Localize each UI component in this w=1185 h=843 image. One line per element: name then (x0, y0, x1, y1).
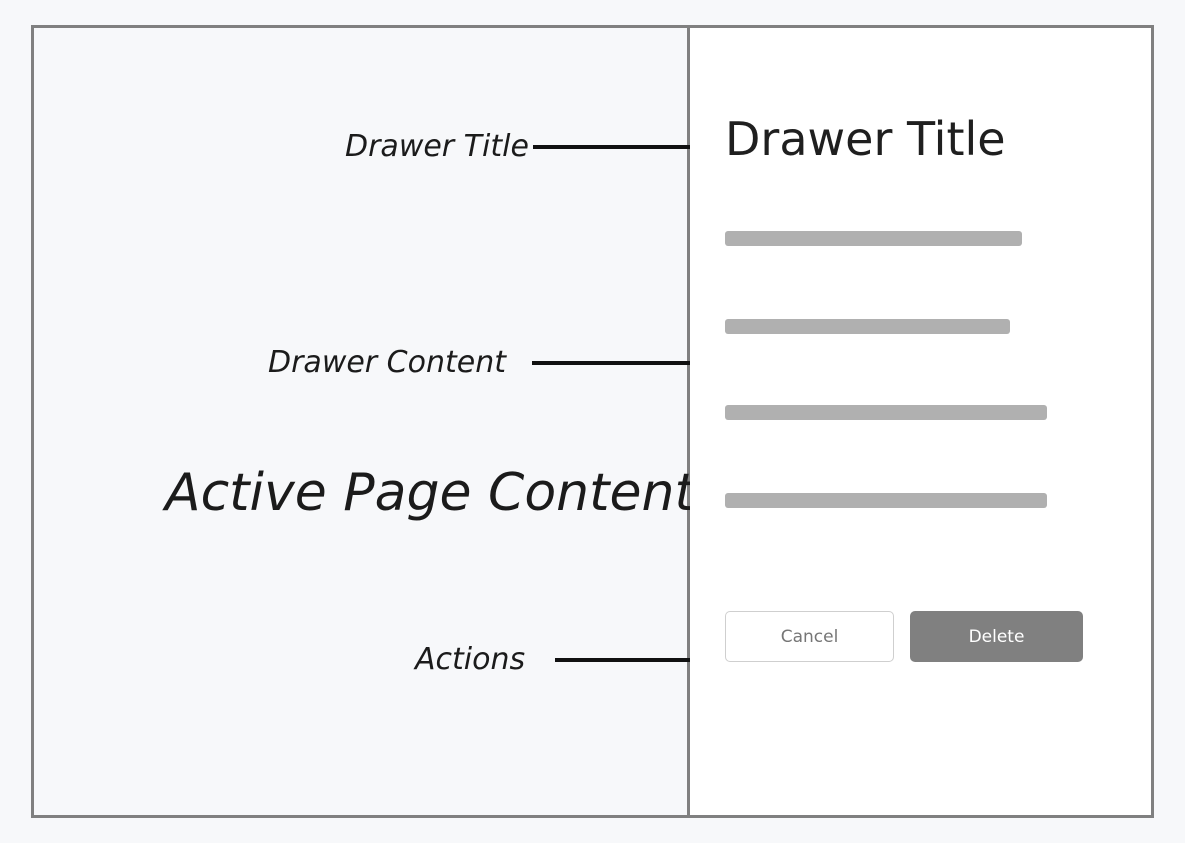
active-page-panel: Drawer Title Drawer Content Actions Acti… (34, 28, 744, 815)
leader-line (555, 658, 716, 662)
annotation-label-actions: Actions (415, 642, 526, 677)
annotation-label-drawer-title: Drawer Title (345, 129, 529, 164)
drawer-actions: Cancel Delete (725, 611, 1083, 662)
active-page-content-label: Active Page Content (165, 463, 695, 523)
leader-line (532, 361, 692, 365)
drawer-content-placeholder (725, 405, 1047, 420)
delete-button[interactable]: Delete (910, 611, 1083, 662)
drawer-content-placeholder (725, 319, 1010, 334)
annotation-drawer-title: Drawer Title (345, 132, 721, 162)
drawer-panel: Drawer Title Cancel Delete (690, 28, 1151, 815)
cancel-button[interactable]: Cancel (725, 611, 894, 662)
leader-line (532, 145, 693, 149)
app-frame: Drawer Title Drawer Content Actions Acti… (31, 25, 1154, 818)
drawer-content-placeholder (725, 231, 1022, 246)
drawer-title: Drawer Title (725, 112, 1006, 166)
drawer-content-placeholder (725, 493, 1047, 508)
annotation-label-drawer-content: Drawer Content (268, 345, 506, 380)
annotation-drawer-content: Drawer Content (268, 348, 720, 378)
